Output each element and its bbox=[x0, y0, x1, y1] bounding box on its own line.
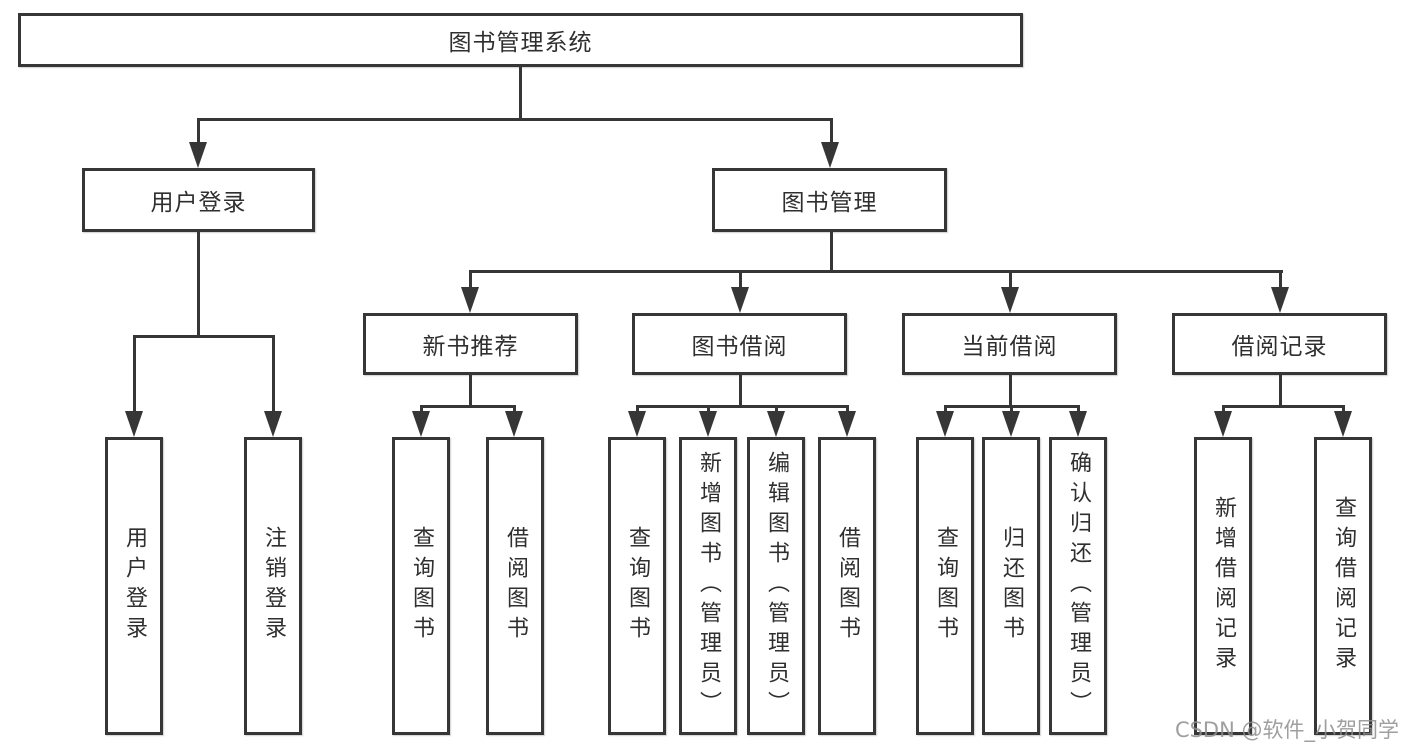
arrowhead-icon bbox=[1271, 287, 1289, 313]
leaf-borrow-books: 借阅图书 bbox=[818, 437, 876, 735]
arrowhead-icon bbox=[461, 287, 479, 313]
arrowhead-icon bbox=[1214, 411, 1232, 437]
node-borrowing-records: 借阅记录 bbox=[1172, 313, 1387, 375]
node-new-book-recommend: 新书推荐 bbox=[363, 313, 578, 375]
node-label: 新书推荐 bbox=[422, 334, 519, 360]
node-label: 用户登录 bbox=[122, 526, 147, 646]
connector-line bbox=[830, 118, 833, 144]
connector-line bbox=[739, 270, 742, 289]
arrowhead-icon bbox=[125, 411, 143, 437]
node-book-management: 图书管理 bbox=[712, 168, 947, 232]
node-user-login: 用户登录 bbox=[82, 168, 315, 232]
connector-line bbox=[469, 373, 472, 407]
connector-line bbox=[636, 405, 639, 413]
connector-line bbox=[197, 230, 200, 337]
watermark: CSDN @软件_小贺同学 bbox=[1174, 718, 1399, 742]
node-label: 注销登录 bbox=[261, 526, 286, 646]
connector-line bbox=[944, 405, 947, 413]
arrowhead-icon bbox=[1334, 411, 1352, 437]
connector-line bbox=[1222, 405, 1225, 413]
node-label: 查询图书 bbox=[625, 526, 650, 646]
connector-line bbox=[420, 405, 516, 408]
arrowhead-icon bbox=[699, 411, 717, 437]
connector-line bbox=[469, 270, 472, 289]
connector-line bbox=[1342, 405, 1345, 413]
arrowhead-icon bbox=[1069, 411, 1087, 437]
leaf-query-borrow-record: 查询借阅记录 bbox=[1314, 437, 1372, 735]
connector-line bbox=[513, 405, 516, 413]
node-current-borrowing: 当前借阅 bbox=[902, 313, 1117, 375]
connector-line bbox=[830, 230, 833, 272]
node-label: 借阅图书 bbox=[835, 526, 860, 646]
node-label: 借阅图书 bbox=[503, 526, 528, 646]
leaf-add-borrow-record: 新增借阅记录 bbox=[1194, 437, 1252, 735]
connector-line bbox=[133, 335, 136, 413]
leaf-borrow-books-recommend: 借阅图书 bbox=[486, 437, 544, 735]
connector-line bbox=[1009, 270, 1012, 289]
arrowhead-icon bbox=[936, 411, 954, 437]
arrowhead-icon bbox=[628, 411, 646, 437]
arrowhead-icon bbox=[505, 411, 523, 437]
leaf-logout: 注销登录 bbox=[244, 437, 302, 735]
node-label: 图书借阅 bbox=[691, 334, 788, 360]
node-label: 编辑图书（管理员） bbox=[764, 451, 789, 721]
leaf-query-books-current: 查询图书 bbox=[916, 437, 974, 735]
connector-line bbox=[1279, 373, 1282, 407]
leaf-user-login: 用户登录 bbox=[105, 437, 163, 735]
connector-line bbox=[272, 335, 275, 413]
node-label: 新增借阅记录 bbox=[1211, 496, 1236, 676]
leaf-query-books-borrowing: 查询图书 bbox=[608, 437, 666, 735]
connector-line bbox=[420, 405, 423, 413]
connector-line bbox=[519, 64, 522, 120]
arrowhead-icon bbox=[264, 411, 282, 437]
node-label: 归还图书 bbox=[999, 526, 1024, 646]
leaf-add-books-admin: 新增图书（管理员） bbox=[679, 437, 737, 735]
connector-line bbox=[636, 405, 848, 408]
connector-line bbox=[1222, 405, 1344, 408]
leaf-edit-books-admin: 编辑图书（管理员） bbox=[747, 437, 805, 735]
node-label: 查询图书 bbox=[933, 526, 958, 646]
connector-line bbox=[1009, 373, 1012, 407]
connector-line bbox=[469, 270, 1283, 273]
node-label: 新增图书（管理员） bbox=[696, 451, 721, 721]
leaf-confirm-return-admin: 确认归还（管理员） bbox=[1049, 437, 1107, 735]
connector-line bbox=[1279, 270, 1282, 289]
node-label: 确认归还（管理员） bbox=[1066, 451, 1091, 721]
arrowhead-icon bbox=[821, 142, 839, 168]
node-label: 借阅记录 bbox=[1231, 334, 1328, 360]
connector-line bbox=[739, 373, 742, 407]
connector-line bbox=[197, 118, 200, 144]
connector-line bbox=[846, 405, 849, 413]
leaf-query-books-recommend: 查询图书 bbox=[392, 437, 450, 735]
node-label: 图书管理系统 bbox=[448, 30, 593, 56]
node-label: 查询图书 bbox=[409, 526, 434, 646]
node-book-borrowing: 图书借阅 bbox=[632, 313, 847, 375]
arrowhead-icon bbox=[1001, 287, 1019, 313]
node-library-management-system: 图书管理系统 bbox=[18, 13, 1023, 67]
connector-line bbox=[197, 118, 833, 121]
leaf-return-books: 归还图书 bbox=[982, 437, 1040, 735]
node-label: 图书管理 bbox=[781, 190, 878, 216]
connector-line bbox=[707, 405, 710, 413]
node-label: 用户登录 bbox=[150, 190, 247, 216]
arrowhead-icon bbox=[731, 287, 749, 313]
connector-line bbox=[1077, 405, 1080, 413]
node-label: 当前借阅 bbox=[961, 334, 1058, 360]
arrowhead-icon bbox=[767, 411, 785, 437]
arrowhead-icon bbox=[1002, 411, 1020, 437]
connector-line bbox=[133, 335, 275, 338]
connector-line bbox=[775, 405, 778, 413]
connector-line bbox=[1010, 405, 1013, 413]
node-label: 查询借阅记录 bbox=[1331, 496, 1356, 676]
arrowhead-icon bbox=[189, 142, 207, 168]
arrowhead-icon bbox=[412, 411, 430, 437]
arrowhead-icon bbox=[838, 411, 856, 437]
